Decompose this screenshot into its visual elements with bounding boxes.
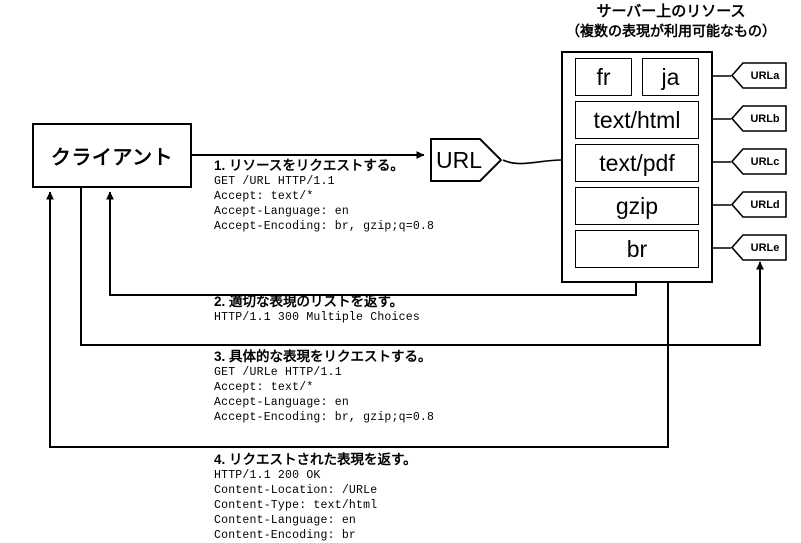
step-1-block: 1. リソースをリクエストする。 GET /URL HTTP/1.1 Accep…: [214, 158, 434, 234]
server-subtitle: （複数の表現が利用可能なもの）: [566, 23, 776, 39]
url-node-urle[interactable]: URLe: [731, 234, 787, 261]
representation-text-html[interactable]: text/html: [575, 101, 699, 139]
url-label: URLa: [750, 69, 780, 82]
urlc-pentagon-shape: [731, 148, 787, 175]
client-label: クライアント: [50, 147, 174, 169]
urlb-pentagon-shape: [731, 105, 787, 132]
step-1-heading: 1. リソースをリクエストする。: [214, 158, 404, 173]
urld-pentagon-shape: [731, 191, 787, 218]
step-2-heading: 2. 適切な表現のリストを返す。: [214, 294, 404, 309]
url-node[interactable]: URL: [430, 138, 502, 182]
step-1-body: GET /URL HTTP/1.1 Accept: text/* Accept-…: [214, 175, 435, 233]
representation-label: text/pdf: [599, 149, 675, 176]
representation-label: br: [626, 235, 648, 262]
url-node-label: URL: [435, 146, 482, 173]
connector-step-2: [106, 191, 637, 296]
representation-label: text/html: [593, 106, 681, 133]
representation-fr[interactable]: fr: [575, 58, 632, 96]
representation-br[interactable]: br: [575, 230, 699, 268]
representation-label: fr: [596, 63, 611, 90]
step-3-block: 3. 具体的な表現をリクエストする。 GET /URLe HTTP/1.1 Ac…: [214, 349, 434, 425]
step-4-body: HTTP/1.1 200 OK Content-Location: /URLe …: [214, 469, 378, 542]
connector-step-3: [80, 188, 764, 346]
representation-text-pdf[interactable]: text/pdf: [575, 144, 699, 182]
representation-ja[interactable]: ja: [642, 58, 699, 96]
url-label: URLc: [750, 155, 780, 168]
url-node-urla[interactable]: URLa: [731, 62, 787, 89]
server-title: サーバー上のリソース: [596, 3, 746, 20]
url-pentagon-shape: [430, 138, 502, 182]
urla-pentagon-shape: [731, 62, 787, 89]
step-4-heading: 4. リクエストされた表現を返す。: [214, 452, 417, 467]
step-2-body: HTTP/1.1 300 Multiple Choices: [214, 311, 420, 324]
step-4-block: 4. リクエストされた表現を返す。 HTTP/1.1 200 OK Conten…: [214, 452, 417, 543]
url-node-urlc[interactable]: URLc: [731, 148, 787, 175]
representation-gzip[interactable]: gzip: [575, 187, 699, 225]
representation-label: ja: [661, 63, 680, 90]
step-3-heading: 3. 具体的な表現をリクエストする。: [214, 349, 432, 364]
client-node[interactable]: クライアント: [32, 123, 192, 188]
representation-label: gzip: [615, 192, 659, 219]
url-node-urld[interactable]: URLd: [731, 191, 787, 218]
connector-url-to-server: [502, 159, 562, 165]
url-label: URLe: [750, 241, 780, 254]
url-label: URLd: [750, 198, 780, 211]
step-2-block: 2. 適切な表現のリストを返す。 HTTP/1.1 300 Multiple C…: [214, 294, 420, 325]
url-node-urlb[interactable]: URLb: [731, 105, 787, 132]
step-3-body: GET /URLe HTTP/1.1 Accept: text/* Accept…: [214, 366, 435, 424]
urle-pentagon-shape: [731, 234, 787, 261]
connector-step-4: [46, 191, 669, 448]
url-label: URLb: [750, 112, 780, 125]
